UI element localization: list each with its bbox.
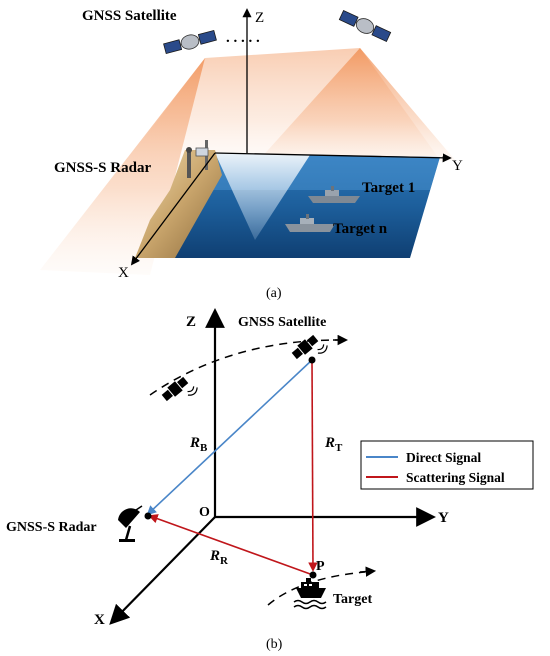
axis-x-label-b: X	[94, 612, 105, 628]
axis-y-label-a: Y	[452, 158, 463, 174]
rb-label: RB	[189, 435, 208, 454]
caption-a: (a)	[266, 286, 282, 301]
target-label-b: Target	[333, 592, 372, 607]
legend-direct-label: Direct Signal	[406, 450, 481, 465]
radar-dish-icon	[118, 505, 143, 542]
axis-z-label-b: Z	[186, 314, 196, 330]
rr-sub: R	[220, 555, 229, 567]
rr-label: RR	[209, 548, 229, 567]
axis-x-b	[109, 516, 216, 625]
ship-target-1-icon	[308, 186, 360, 203]
legend: Direct Signal Scattering Signal	[360, 440, 534, 490]
radar-tower-icon	[186, 140, 209, 178]
origin-label: O	[199, 505, 210, 520]
rt-main: R	[324, 435, 335, 451]
target-n-label: Target n	[333, 221, 388, 237]
direct-signal-line	[146, 359, 313, 516]
rr-main: R	[209, 548, 220, 564]
ellipsis: . . . . .	[226, 30, 260, 46]
satellite-icon-orbit	[161, 376, 198, 402]
ship-target-n-icon	[285, 214, 335, 232]
rb-sub: B	[200, 442, 208, 454]
scattering-signal-down	[308, 359, 318, 572]
beam-back	[120, 48, 440, 170]
scattering-signal-return	[148, 514, 314, 576]
radar-label-a: GNSS-S Radar	[54, 160, 151, 176]
rt-label: RT	[324, 435, 343, 454]
rt-sub: T	[335, 442, 343, 454]
axis-y-a	[214, 152, 452, 163]
panel-b: Z GNSS Satellite RB RT RR O GNSS-S Radar…	[6, 308, 534, 652]
ship-icon	[293, 578, 327, 610]
satellite-icon-b	[291, 334, 328, 360]
orbit-arrow-bottom	[359, 566, 377, 577]
satellite-point	[308, 356, 316, 364]
caption-b: (b)	[266, 637, 283, 652]
rb-main: R	[189, 435, 200, 451]
panel-a: GNSS Satellite . . . . . Z GNSS-S Radar …	[40, 8, 463, 301]
legend-box	[360, 440, 534, 490]
satellite-label-b: GNSS Satellite	[238, 315, 326, 330]
legend-scattering-label: Scattering Signal	[406, 470, 505, 485]
axis-x-a	[130, 152, 216, 266]
axis-z-label-a: Z	[255, 10, 264, 26]
point-p-label: P	[316, 559, 325, 574]
satellite-right-icon	[338, 9, 392, 43]
radar-point	[144, 512, 152, 520]
satellite-label-a: GNSS Satellite	[82, 8, 177, 24]
satellite-left-icon	[163, 29, 217, 55]
axis-x-label-a: X	[118, 265, 129, 281]
radar-label-b: GNSS-S Radar	[6, 520, 97, 535]
target-point	[309, 571, 317, 579]
axis-y-label-b: Y	[438, 510, 449, 526]
radar-beam	[215, 153, 310, 240]
target-1-label: Target 1	[362, 180, 415, 196]
